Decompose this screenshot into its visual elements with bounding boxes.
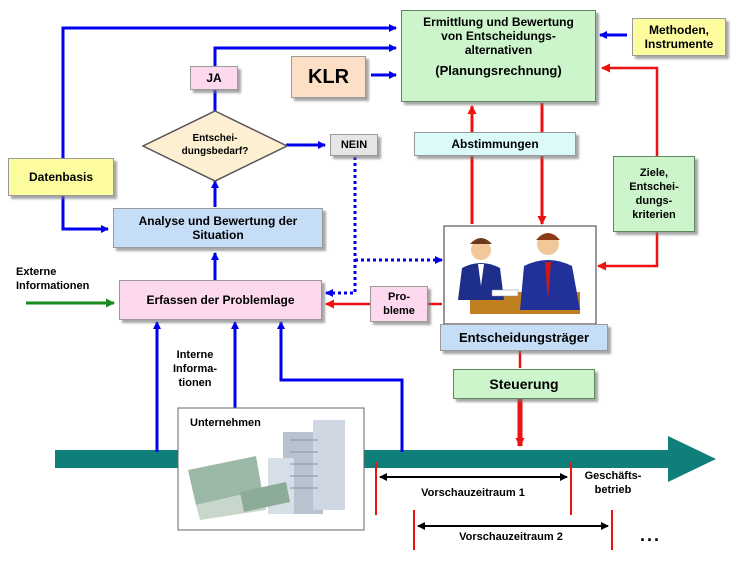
nein-box: NEIN <box>330 134 378 156</box>
entscheidungstraeger-box: Entscheidungsträger <box>440 324 608 351</box>
interne-informationen-label: Interne Informa- tionen <box>173 349 217 389</box>
steuerung-box: Steuerung <box>453 369 595 399</box>
vorschau-spans <box>379 473 609 530</box>
ellipsis-label: ... <box>640 525 662 545</box>
nein-dotted-connectors <box>325 157 443 297</box>
ermittlung-text: Ermittlung und Bewertung von Entscheidun… <box>423 15 574 57</box>
ziele-box: Ziele, Entschei- dungs- kriterien <box>613 156 695 232</box>
klr-box: KLR <box>291 56 366 98</box>
probleme-box: Pro- bleme <box>370 286 428 322</box>
entscheidungsbedarf-diamond <box>141 110 289 182</box>
entscheidungsbedarf-text: Entschei- dungsbedarf? <box>181 133 249 157</box>
company-illustration <box>177 407 365 531</box>
erfassen-box: Erfassen der Problemlage <box>119 280 322 320</box>
geschaeftsbetrieb-label: Geschäfts- betrieb <box>584 470 642 496</box>
analyse-box: Analyse und Bewertung der Situation <box>113 208 323 248</box>
unternehmen-label: Unternehmen <box>190 417 261 429</box>
vorschauzeitraum-2-label: Vorschauzeitraum 2 <box>459 531 563 543</box>
externe-informationen-label: Externe Informationen <box>16 266 90 292</box>
ermittlung-box: Ermittlung und Bewertung von Entscheidun… <box>401 10 596 102</box>
datenbasis-box: Datenbasis <box>8 158 114 196</box>
abstimmungen-box: Abstimmungen <box>414 132 576 156</box>
meeting-illustration <box>443 225 597 325</box>
planungsrechnung-text: (Planungsrechnung) <box>435 63 562 78</box>
methoden-box: Methoden, Instrumente <box>632 18 726 56</box>
vorschauzeitraum-1-label: Vorschauzeitraum 1 <box>421 487 525 499</box>
ja-box: JA <box>190 66 238 90</box>
